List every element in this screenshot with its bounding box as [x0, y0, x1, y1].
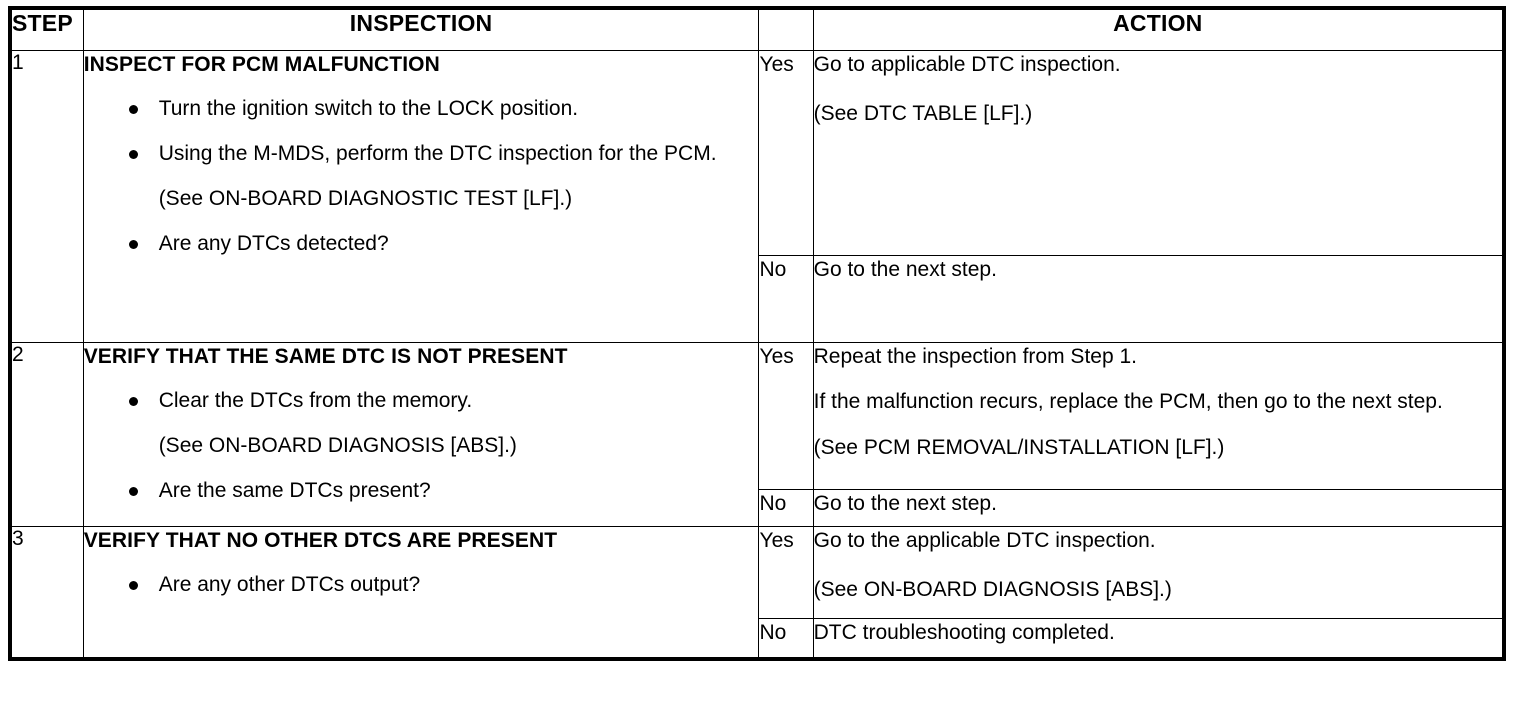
action-line: Go to the next step. — [813, 258, 997, 281]
list-item: Turn the ignition switch to the LOCK pos… — [84, 96, 759, 123]
action-line-reference: (See DTC TABLE [LF].) — [813, 102, 1033, 126]
list-item-note: (See ON-BOARD DIAGNOSIS [ABS].) — [158, 434, 517, 458]
list-item: Are any DTCs detected? — [84, 231, 759, 258]
list-item: Clear the DTCs from the memory. — [84, 388, 759, 415]
action-line: Go to applicable DTC inspection. — [813, 53, 1121, 76]
action-line: If the malfunction recurs, replace the P… — [813, 390, 1443, 414]
action-cell-yes: Repeat the inspection from Step 1. If th… — [812, 342, 1505, 490]
inspection-title: INSPECT FOR PCM MALFUNCTION — [83, 53, 440, 76]
list-item: Using the M-MDS, perform the DTC inspect… — [84, 141, 759, 168]
action-cell-no: DTC troubleshooting completed. — [812, 618, 1505, 660]
action-line-reference: (See PCM REMOVAL/INSTALLATION [LF].) — [813, 435, 1225, 459]
inspection-item-list: Are any other DTCs output? — [84, 572, 759, 599]
inspection-cell: VERIFY THAT THE SAME DTC IS NOT PRESENT … — [82, 342, 760, 527]
action-cell-yes: Go to applicable DTC inspection. (See DT… — [812, 50, 1505, 256]
list-item: Are the same DTCs present? — [84, 478, 759, 505]
table-row: 1 INSPECT FOR PCM MALFUNCTION Turn the i… — [9, 50, 1505, 343]
column-header-action: ACTION — [812, 7, 1505, 51]
judgement-no: No — [758, 489, 814, 527]
judgement-yes: Yes — [758, 526, 814, 619]
table-header-row: STEP INSPECTION ACTION — [9, 7, 1505, 51]
inspection-title: VERIFY THAT NO OTHER DTCS ARE PRESENT — [83, 529, 558, 552]
judgement-no: No — [758, 618, 814, 660]
inspection-item-list: Clear the DTCs from the memory. (See ON-… — [84, 388, 759, 505]
action-line: Repeat the inspection from Step 1. — [813, 345, 1137, 368]
step-number: 1 — [9, 50, 84, 343]
judgement-yes: Yes — [758, 50, 814, 256]
inspection-item-list: Turn the ignition switch to the LOCK pos… — [84, 96, 759, 258]
dtc-troubleshooting-table: STEP INSPECTION ACTION 1 INSPECT FOR PCM… — [8, 6, 1506, 661]
list-item-note: (See ON-BOARD DIAGNOSTIC TEST [LF].) — [158, 187, 573, 211]
judgement-yes: Yes — [758, 342, 814, 490]
action-line: Go to the applicable DTC inspection. — [813, 529, 1156, 552]
table-row: No Go to the next step. — [10, 255, 1505, 343]
column-header-judgement — [758, 7, 814, 51]
column-header-inspection: INSPECTION — [82, 7, 760, 51]
action-line-reference: (See ON-BOARD DIAGNOSIS [ABS].) — [813, 578, 1172, 602]
action-line: DTC troubleshooting completed. — [813, 621, 1115, 644]
step-number: 2 — [9, 342, 84, 527]
step-number: 3 — [9, 526, 84, 660]
table-row: No Go to the next step. — [10, 489, 1505, 527]
table-row: No DTC troubleshooting completed. — [10, 618, 1505, 660]
inspection-cell: VERIFY THAT NO OTHER DTCS ARE PRESENT Ar… — [82, 526, 760, 660]
action-cell-no: Go to the next step. — [812, 489, 1505, 527]
list-item: Are any other DTCs output? — [84, 572, 759, 599]
inspection-title: VERIFY THAT THE SAME DTC IS NOT PRESENT — [83, 345, 568, 368]
action-cell-yes: Go to the applicable DTC inspection. (Se… — [812, 526, 1505, 619]
inspection-cell: INSPECT FOR PCM MALFUNCTION Turn the ign… — [82, 50, 760, 343]
action-cell-no: Go to the next step. — [812, 255, 1505, 343]
judgement-no: No — [758, 255, 814, 343]
table-row: 3 VERIFY THAT NO OTHER DTCS ARE PRESENT … — [9, 526, 1505, 660]
table-row: 2 VERIFY THAT THE SAME DTC IS NOT PRESEN… — [9, 342, 1505, 527]
action-line: Go to the next step. — [813, 492, 997, 515]
column-header-step: STEP — [9, 7, 84, 51]
